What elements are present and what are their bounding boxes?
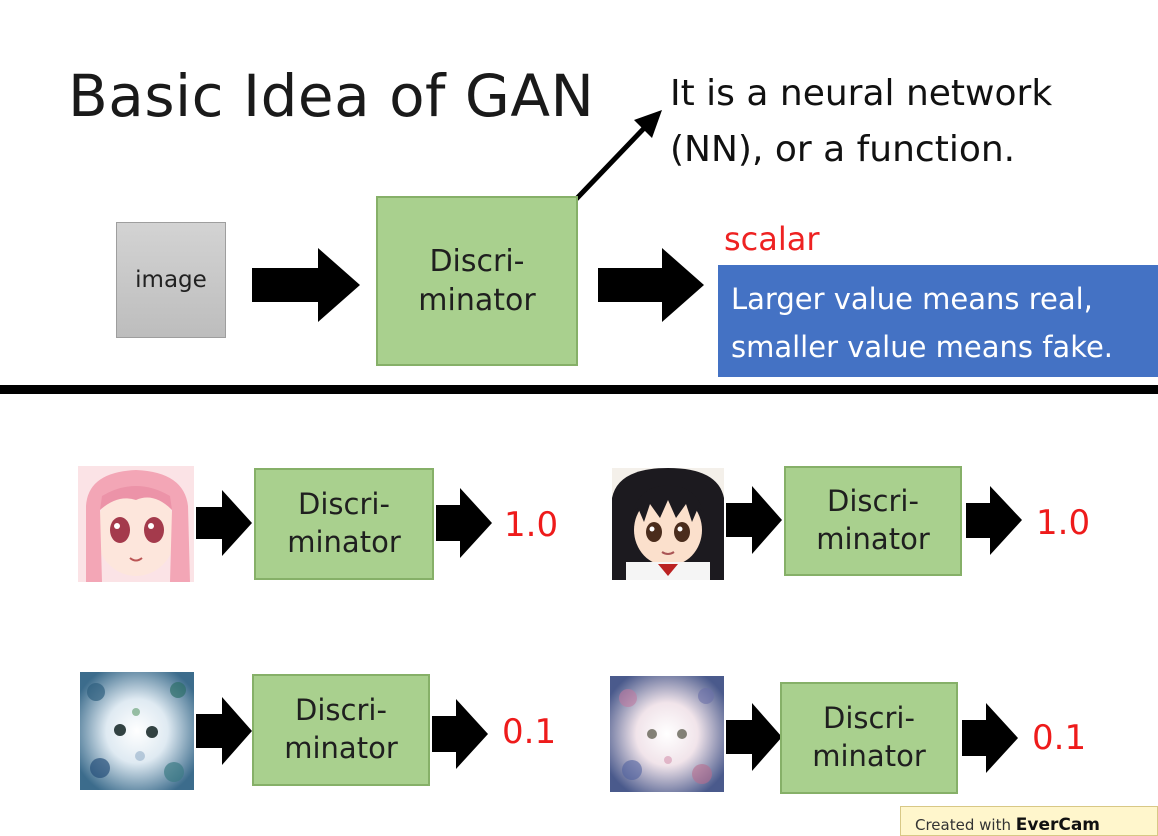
anime-face-pink-hair-image xyxy=(78,466,194,582)
input-image-box: image xyxy=(116,222,226,338)
nn-note-line1: It is a neural network xyxy=(670,73,1053,114)
score-ex4: 0.1 xyxy=(1032,718,1087,758)
arrow-discriminator-to-scalar xyxy=(598,248,704,322)
score-ex1: 1.0 xyxy=(504,505,559,545)
anime-face-pink-hair-icon xyxy=(78,466,194,582)
nn-note: It is a neural network (NN), or a functi… xyxy=(670,66,1052,178)
watermark-prefix: Created with xyxy=(915,816,1011,834)
score-ex2: 1.0 xyxy=(1036,503,1091,543)
arrow-image-to-discriminator xyxy=(252,248,360,322)
arrow-ex1-out xyxy=(436,488,492,558)
explanation-line2: smaller value means fake. xyxy=(731,330,1114,364)
nn-note-line2: (NN), or a function. xyxy=(670,129,1016,170)
watermark-brand: EverCam xyxy=(1015,815,1101,835)
discriminator-box: Discri- minator xyxy=(376,196,578,366)
evercam-watermark: Created with EverCam xyxy=(900,806,1158,836)
discriminator-box-ex2: Discri- minator xyxy=(784,466,962,576)
arrow-ex3-out xyxy=(432,699,488,769)
arrow-ex2-in xyxy=(726,486,782,554)
arrow-ex4-in xyxy=(726,703,782,771)
note-pointer-arrowhead xyxy=(634,110,662,138)
discriminator-box-ex4: Discri- minator xyxy=(780,682,958,794)
discriminator-box-ex3: Discri- minator xyxy=(252,674,430,786)
arrow-ex1-in xyxy=(196,490,252,556)
slide-title: Basic Idea of GAN xyxy=(68,62,595,130)
noise-blue-icon xyxy=(80,672,194,790)
explanation-box: Larger value means real, smaller value m… xyxy=(718,265,1158,377)
discriminator-box-ex1: Discri- minator xyxy=(254,468,434,580)
anime-face-black-hair-icon xyxy=(612,468,724,580)
arrow-ex3-in xyxy=(196,697,252,765)
noisy-generated-image-pink xyxy=(610,676,724,792)
arrow-ex4-out xyxy=(962,703,1018,773)
anime-face-black-hair-image xyxy=(612,468,724,580)
scalar-label: scalar xyxy=(724,220,820,258)
score-ex3: 0.1 xyxy=(502,712,557,752)
noise-pink-icon xyxy=(610,676,724,792)
section-divider xyxy=(0,385,1158,394)
noisy-generated-image-blue xyxy=(80,672,194,790)
explanation-line1: Larger value means real, xyxy=(731,282,1093,316)
arrow-ex2-out xyxy=(966,486,1022,555)
